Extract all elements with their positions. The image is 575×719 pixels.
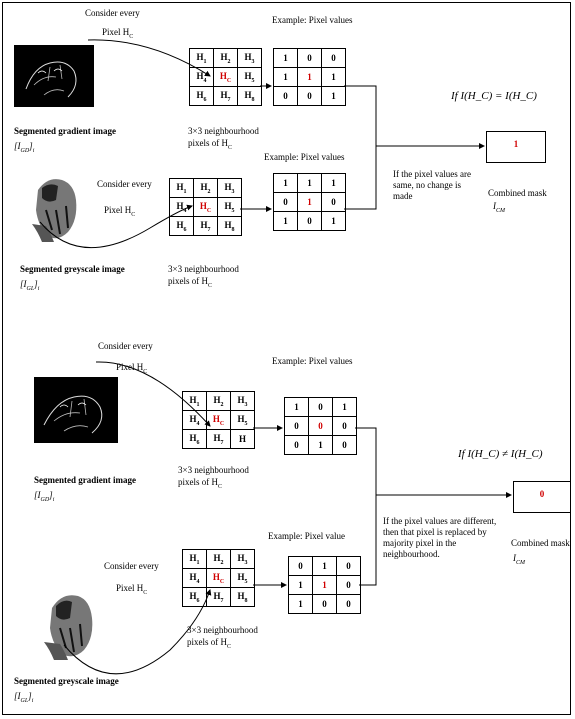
neighbour-cell: H6 <box>169 216 194 236</box>
gradient-image-symbol-2: [IGD]i <box>34 490 55 503</box>
neighbourhood-caption-3a: 3×3 neighbourhood <box>178 465 249 475</box>
combined-mask-box-top: 1 <box>486 131 546 163</box>
same-pixel-rule-text: If the pixel values are same, no change … <box>393 169 471 201</box>
neighbourhood-caption-4a: 3×3 neighbourhood <box>187 625 258 635</box>
pixel-hc-label-4: Pixel HC <box>116 583 148 596</box>
combined-mask-symbol-1: ICM <box>493 201 505 214</box>
neighbourhood-caption-4b: pixels of HC <box>187 637 232 650</box>
segmented-gradient-image <box>14 45 94 107</box>
segmented-gradient-image-2 <box>34 377 118 443</box>
neighbour-cell: H8 <box>217 216 242 236</box>
neighbourhood-caption-2a: 3×3 neighbourhood <box>168 264 239 274</box>
consider-every-label-3: Consider every <box>98 341 153 351</box>
combined-mask-label-1: Combined mask <box>488 188 547 198</box>
segmented-greyscale-image-2 <box>44 595 93 660</box>
pixel-value-cell: 1 <box>321 211 346 231</box>
example-pixel-values-label-3: Example: Pixel values <box>272 356 353 366</box>
pixel-hc-label-1: Pixel HC <box>102 27 134 40</box>
inequality-condition: If I(H_C) ≠ I(H_C) <box>458 448 543 460</box>
neighbour-cell: H5 <box>217 197 242 217</box>
gradient-image-symbol-1: [IGD]i <box>14 141 35 154</box>
neighbourhood-caption-3b: pixels of HC <box>178 477 223 490</box>
neighbour-cell: HC <box>193 197 218 217</box>
neighbour-cell: H3 <box>217 178 242 198</box>
equality-condition: If I(H_C) = I(H_C) <box>451 90 537 102</box>
neighbourhood-caption-1a: 3×3 neighbourhood <box>188 126 259 136</box>
consider-every-label-4: Consider every <box>104 561 159 571</box>
neighbour-cell: H1 <box>189 48 214 68</box>
neighbour-cell: H7 <box>213 86 238 106</box>
combined-mask-box-bottom: 0 <box>513 481 571 513</box>
segmented-gradient-image-label-2: Segmented gradient image <box>34 475 136 485</box>
pixel-hc-label-2: Pixel HC <box>104 205 136 218</box>
example-pixel-value-label-4: Example: Pixel value <box>268 531 345 541</box>
neighbour-cell: H5 <box>237 67 262 87</box>
segmented-greyscale-image <box>32 179 77 242</box>
neighbourhood-caption-2b: pixels of HC <box>168 276 213 289</box>
pixel-value-cell: 0 <box>332 435 357 455</box>
neighbour-cell: H7 <box>193 216 218 236</box>
consider-every-label-1: Consider every <box>85 8 140 18</box>
segmented-greyscale-image-label-2: Segmented greyscale image <box>14 676 119 686</box>
segmented-greyscale-image-label-1: Segmented greyscale image <box>20 264 125 274</box>
neighbourhood-caption-1b: pixels of HC <box>188 138 233 151</box>
combined-mask-symbol-2: ICM <box>513 553 525 566</box>
greyscale-image-symbol-1: [IGL]i <box>20 279 40 292</box>
combined-mask-label-2: Combined mask <box>511 538 570 548</box>
greyscale-image-symbol-2: [IGL]i <box>14 691 34 704</box>
consider-every-label-2: Consider every <box>97 179 152 189</box>
pixel-value-cell: 1 <box>321 86 346 106</box>
example-pixel-values-label-2: Example: Pixel values <box>264 152 345 162</box>
neighbour-cell: H7 <box>206 429 231 449</box>
neighbour-cell: H8 <box>230 587 255 607</box>
neighbour-cell: H2 <box>206 549 231 569</box>
neighbour-cell: H <box>230 429 255 449</box>
neighbour-cell: H8 <box>237 86 262 106</box>
example-pixel-values-label-1: Example: Pixel values <box>272 15 353 25</box>
pixel-value-cell: 0 <box>312 594 337 614</box>
pixel-value-cell: 0 <box>336 594 361 614</box>
segmented-gradient-image-label-1: Segmented gradient image <box>14 126 116 136</box>
different-pixel-rule-text: If the pixel values are different, then … <box>383 516 497 559</box>
pixel-value-cell: 0 <box>273 86 298 106</box>
